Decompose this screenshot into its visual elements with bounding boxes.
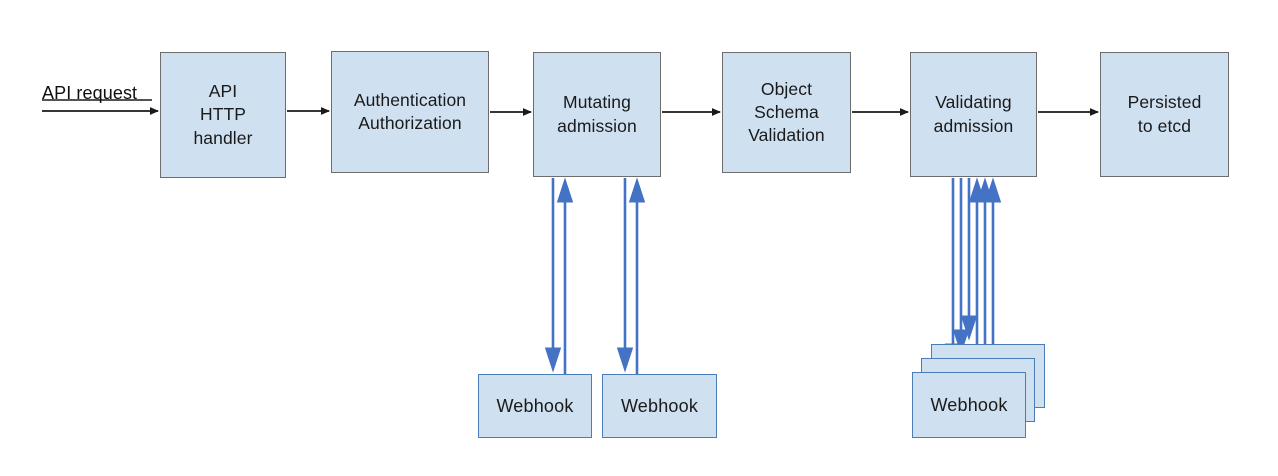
- mutating-call-2-down: [616, 178, 634, 373]
- validating-call-3-up: [984, 177, 1002, 348]
- node-authentication-authorization-label: Authentication Authorization: [353, 89, 467, 133]
- mutating-webhook-2[interactable]: Webhook: [602, 374, 717, 438]
- mutating-call-1-up: [556, 177, 574, 378]
- mutating-call-1-down: [544, 178, 562, 373]
- mutating-webhook-2-label: Webhook: [620, 395, 699, 416]
- api-request-label: API request: [42, 83, 138, 103]
- mutating-webhook-1[interactable]: Webhook: [478, 374, 592, 438]
- flow-connectors: [42, 99, 1099, 116]
- node-persisted-to-etcd-label: Persisted to etcd: [1127, 92, 1202, 136]
- validating-webhook-down-connectors: [944, 178, 978, 369]
- node-object-schema-validation-label: Object Schema Validation: [748, 78, 825, 146]
- mutating-call-2-up: [628, 177, 646, 378]
- node-authentication-authorization[interactable]: Authentication Authorization: [331, 51, 489, 173]
- node-api-http-handler-label: API HTTP handler: [193, 81, 253, 148]
- node-persisted-to-etcd[interactable]: Persisted to etcd: [1100, 52, 1229, 177]
- node-validating-admission-label: Validating admission: [933, 92, 1014, 136]
- validating-webhook-front-label: Webhook: [930, 394, 1008, 415]
- validating-webhook-front[interactable]: Webhook: [912, 372, 1026, 438]
- mutating-webhook-1-label: Webhook: [496, 395, 574, 416]
- validating-call-3-down: [960, 178, 978, 341]
- node-api-http-handler[interactable]: API HTTP handler: [160, 52, 286, 178]
- node-object-schema-validation[interactable]: Object Schema Validation: [722, 52, 851, 173]
- validating-call-2-down: [952, 178, 970, 355]
- node-validating-admission[interactable]: Validating admission: [910, 52, 1037, 177]
- node-mutating-admission-label: Mutating admission: [557, 92, 637, 136]
- validating-call-2-up: [976, 177, 994, 362]
- node-mutating-admission[interactable]: Mutating admission: [533, 52, 661, 177]
- mutating-webhook-connectors: [544, 177, 646, 378]
